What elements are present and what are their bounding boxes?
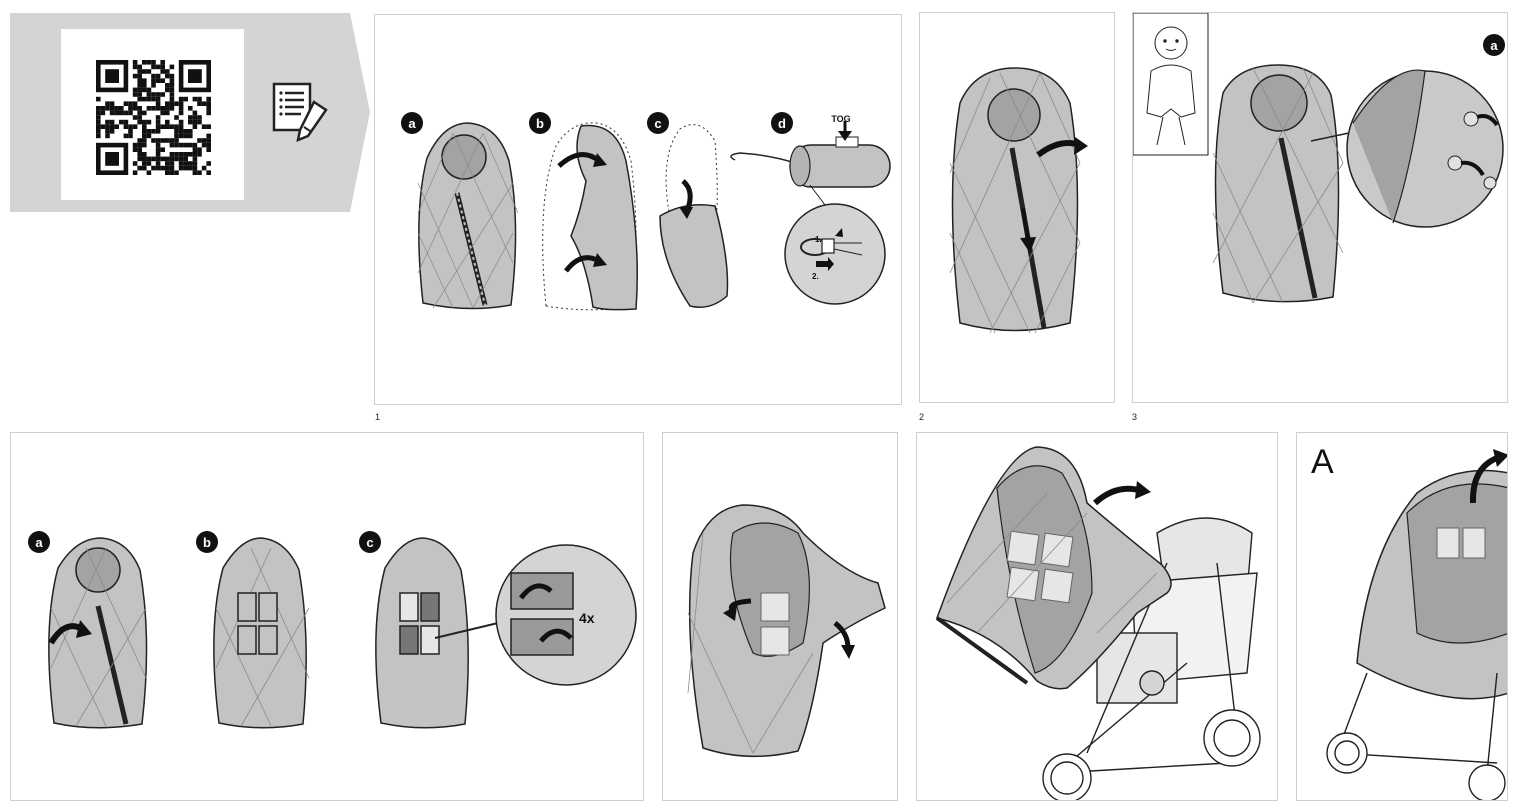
label-a-panel4: a (35, 535, 43, 550)
panel-step-5 (662, 432, 898, 801)
tog-label: TOG (831, 114, 850, 124)
label-a: a (408, 116, 416, 131)
zoom-step-1: 1. (815, 235, 822, 244)
panel-letter-a: A (1311, 443, 1334, 481)
qr-code[interactable] (61, 29, 244, 200)
step-number-1: 1 (375, 412, 381, 422)
label-c-panel4: c (366, 535, 373, 550)
panel-step-4: 4x a b c (10, 432, 644, 801)
step-labels-panel1: a b c d TOG 1. 2. (401, 112, 851, 281)
label-b-panel4: b (203, 535, 211, 550)
stroller (1042, 517, 1261, 800)
panel-step-1: a b c d TOG 1. 2. (374, 14, 902, 405)
panel-step-2 (919, 12, 1115, 403)
baby-figure (1146, 26, 1196, 146)
label-b: b (536, 116, 544, 131)
step-number-3: 3 (1132, 412, 1138, 422)
qr-code-card (61, 29, 244, 200)
label-a-panel3: a (1490, 38, 1498, 53)
footmuff-closed (417, 122, 519, 310)
panel-step-3: a (1132, 12, 1508, 403)
label-d: d (778, 116, 786, 131)
zoom-step-2: 2. (812, 272, 819, 281)
panel-step-6 (916, 432, 1278, 801)
step-number-2: 2 (919, 412, 925, 422)
label-c: c (654, 116, 661, 131)
count-4x: 4x (579, 610, 595, 626)
manual-edit-icon (272, 82, 328, 143)
footmuff-fold-c (659, 124, 729, 308)
panel-step-7: A (1296, 432, 1508, 801)
footmuff-fold-b (542, 122, 638, 311)
storage-pouch (730, 121, 891, 305)
